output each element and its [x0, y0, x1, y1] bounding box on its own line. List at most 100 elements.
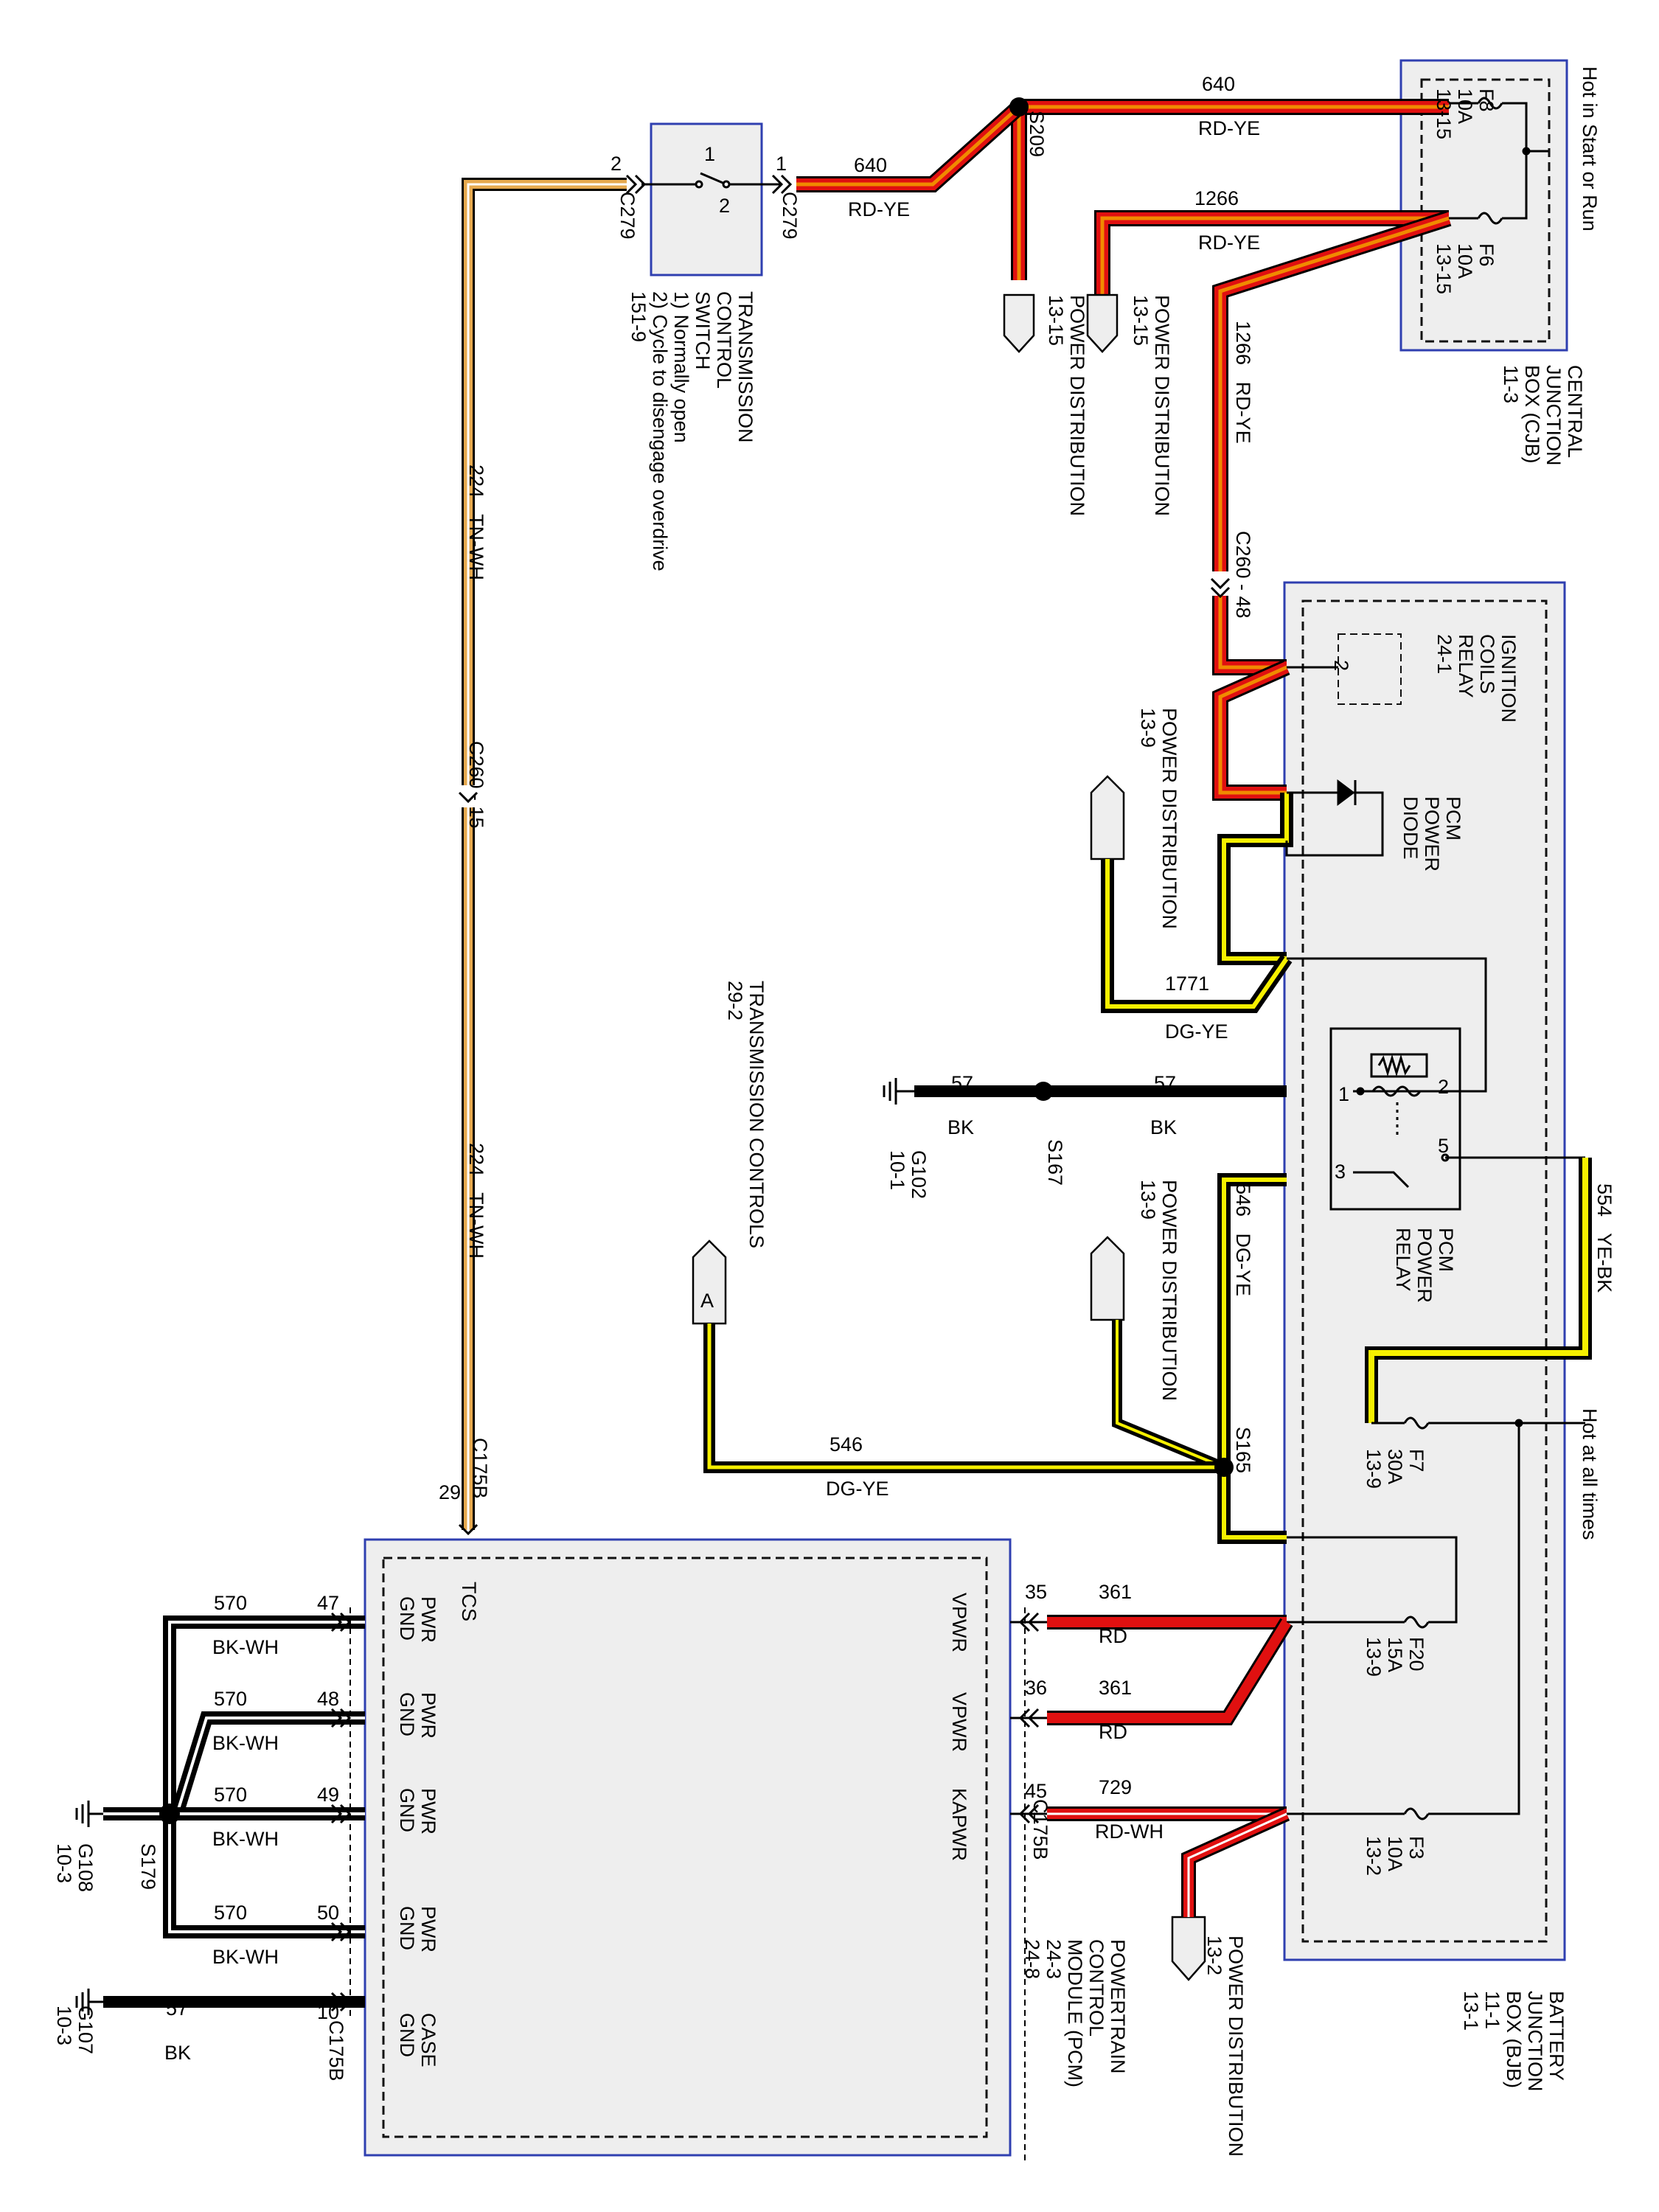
- wire-361a-num: 361: [1099, 1581, 1133, 1603]
- pcm-box-p: [364, 1538, 1012, 2157]
- wire-224-p: [458, 178, 627, 1536]
- f6-label: F6 10A 13-15: [1433, 243, 1498, 295]
- wire-640-top-num: 640: [1202, 73, 1236, 95]
- c279-right: C279: [779, 192, 801, 240]
- tc-letter: A: [700, 1290, 714, 1312]
- pcm-relay-label: PCM POWER RELAY: [1392, 1228, 1457, 1304]
- w570-47-num: 570: [214, 1592, 248, 1614]
- f20-label: F20 15A 13-9: [1363, 1637, 1427, 1677]
- pd1-label: POWER DISTRIBUTION 13-15: [1045, 295, 1088, 517]
- pcm-tcs: TCS: [458, 1582, 480, 1621]
- g107-label: G107 10-3: [53, 2006, 97, 2055]
- wire-570-p: [75, 1615, 365, 1938]
- c175b-45: C175B: [1029, 1799, 1051, 1860]
- relay-pin5: 5: [1438, 1135, 1450, 1157]
- gnd49-label: PWR GND: [396, 1788, 439, 1834]
- wire-546-h-color: DG-YE: [826, 1478, 889, 1500]
- g102-label: G102 10-1: [886, 1150, 930, 1200]
- pd5-shape: [1171, 1916, 1206, 1981]
- vpwr1-label: VPWR: [948, 1593, 970, 1652]
- pd3-shape: [1090, 775, 1125, 860]
- g108-label: G108 10-3: [53, 1843, 97, 1893]
- bjb-title-text: BATTERY JUNCTION BOX (BJB) 11-1 13-1: [1460, 1991, 1568, 2092]
- gnd47-pin: 47: [317, 1592, 340, 1614]
- pd3-label: POWER DISTRIBUTION 13-9: [1137, 708, 1180, 930]
- wire-1771-color: DG-YE: [1165, 1020, 1228, 1043]
- wire-729-color: RD-WH: [1095, 1820, 1164, 1843]
- wire-57b-num: 57: [1154, 1072, 1177, 1094]
- w570-48-num: 570: [214, 1688, 248, 1710]
- pcm-relay-box-p: [1329, 1027, 1461, 1211]
- vpwr1-pin: 35: [1025, 1581, 1048, 1603]
- wire-1771-p: [1101, 793, 1293, 1013]
- case-gnd-label: CASE GND: [396, 2013, 439, 2067]
- pcm-title: POWERTRAIN CONTROL MODULE (PCM) 24-3 24-…: [1021, 1939, 1129, 2087]
- switch-pin1: 1: [704, 143, 716, 165]
- switch-pin2: 2: [719, 195, 731, 217]
- gnd47-label: PWR GND: [396, 1596, 439, 1643]
- c175b-tcs-pin: 29: [439, 1481, 462, 1503]
- cjb-hot-note: Hot in Start or Run: [1579, 66, 1601, 232]
- gnd50-pin: 50: [317, 1902, 340, 1924]
- f3-label: F3 10A 13-2: [1363, 1836, 1427, 1877]
- s165-label: S165: [1232, 1427, 1254, 1474]
- c175b-tcs: C175B: [469, 1438, 491, 1499]
- wire-224-a: 224 TN-WH: [465, 465, 487, 581]
- wire-1266-color: RD-YE: [1198, 232, 1261, 254]
- pd4-label: POWER DISTRIBUTION 13-9: [1137, 1180, 1180, 1402]
- pd1-shape: [1003, 293, 1035, 353]
- w57-case-color: BK: [164, 2042, 192, 2064]
- s179-label: S179: [137, 1843, 159, 1891]
- wire-57a-color: BK: [947, 1116, 975, 1138]
- wire-57b-color: BK: [1150, 1116, 1178, 1138]
- switch-box-p: [650, 122, 763, 276]
- wire-640-sw-color: RD-YE: [848, 198, 911, 220]
- w570-50-color: BK-WH: [212, 1946, 279, 1968]
- wire-640-top-color: RD-YE: [1198, 117, 1261, 139]
- wire-640-sw-num: 640: [854, 154, 888, 176]
- w570-49-num: 570: [214, 1784, 248, 1806]
- wire-729-num: 729: [1099, 1776, 1133, 1798]
- gnd48-label: PWR GND: [396, 1692, 439, 1739]
- pd4-shape: [1090, 1236, 1125, 1321]
- wire-546-v-label: 546 DG-YE: [1232, 1183, 1254, 1297]
- vpwr2-pin: 36: [1025, 1677, 1048, 1699]
- ign-relay-label: IGNITION COILS RELAY 24-1: [1433, 634, 1520, 723]
- pd5-label: POWER DISTRIBUTION 13-2: [1203, 1935, 1247, 2157]
- wire-361b-color: RD: [1099, 1721, 1127, 1743]
- cjb-title-text: CENTRAL JUNCTION BOX (CJB) 11-3: [1500, 365, 1586, 466]
- wire-57-case-p: [75, 1989, 365, 2015]
- wire-361-p: [1047, 1615, 1293, 1725]
- wire-1771-num: 1771: [1165, 973, 1210, 995]
- pd2-label: POWER DISTRIBUTION 13-15: [1130, 295, 1173, 517]
- tc-label-1: TRANSMISSION CONTROLS 29-2: [724, 981, 768, 1249]
- wire-1266-v-label: 1266 RD-YE: [1232, 321, 1254, 444]
- f7-label: F7 30A 13-9: [1363, 1449, 1427, 1489]
- wire-224-b: 224 TN-WH: [465, 1143, 487, 1259]
- kapwr-pin: 45: [1025, 1780, 1048, 1802]
- c279-pin-right: 1: [776, 153, 787, 175]
- relay-pin1: 1: [1338, 1083, 1350, 1105]
- bjb-hot-note: Hot at all times: [1579, 1408, 1601, 1540]
- gnd48-pin: 48: [317, 1688, 340, 1710]
- c260-48-label: C260 - 48: [1232, 531, 1254, 619]
- c175b-10: C175B: [325, 2020, 347, 2081]
- wire-546-h-num: 546: [830, 1433, 863, 1455]
- gnd49-pin: 49: [317, 1784, 340, 1806]
- w570-48-color: BK-WH: [212, 1732, 279, 1754]
- wire-729-p: [1047, 1806, 1290, 1917]
- wire-361a-color: RD: [1099, 1625, 1127, 1647]
- pd2-shape: [1086, 293, 1119, 353]
- wire-640-top-p: [796, 97, 1449, 280]
- c260-15-label: C260 - 15: [465, 741, 487, 829]
- tc-shape: [692, 1239, 727, 1325]
- s209-label: S209: [1026, 111, 1048, 158]
- wire-57a-num: 57: [951, 1072, 974, 1094]
- vpwr2-label: VPWR: [948, 1692, 970, 1752]
- switch-title: TRANSMISSION CONTROL SWITCH 1) Normally …: [627, 291, 757, 571]
- f8-label: F8 10A 13-15: [1433, 88, 1498, 140]
- w570-50-num: 570: [214, 1902, 248, 1924]
- wire-554-p: [1365, 1158, 1592, 1423]
